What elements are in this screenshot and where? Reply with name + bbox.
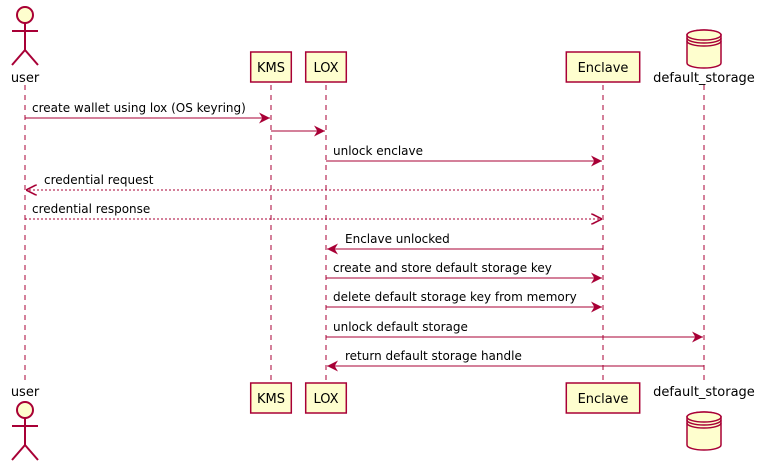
participant-user-bottom-label: user (11, 385, 40, 400)
message-label-8: unlock default storage (333, 320, 468, 334)
participant-storage-top-label: default_storage (653, 71, 755, 86)
message-label-6: create and store default storage key (333, 261, 552, 275)
message-label-3: credential request (44, 173, 154, 187)
message-label-9: return default storage handle (345, 349, 522, 363)
participant-enclave-top-label: Enclave (578, 61, 629, 76)
participant-lox-bottom-label: LOX (313, 392, 338, 407)
participant-enclave-bottom-label: Enclave (578, 392, 629, 407)
participant-enclave-top-box (565, 51, 641, 83)
participant-user-top-label: user (11, 71, 40, 86)
participant-kms-bottom-box (249, 382, 293, 414)
message-label-5: Enclave unlocked (345, 232, 450, 246)
database-storage-bottom-icon (686, 411, 722, 451)
participant-lox-top-label: LOX (313, 61, 338, 76)
message-label-0: create wallet using lox (OS keyring) (32, 101, 246, 115)
database-storage-top-icon (686, 29, 722, 69)
actor-user-bottom-icon (11, 401, 39, 461)
participant-lox-top-box (304, 51, 348, 83)
actor-user-top-icon (11, 6, 39, 66)
participant-kms-top-label: KMS (257, 61, 285, 76)
participant-enclave-bottom-box (565, 382, 641, 414)
participant-storage-bottom-label: default_storage (653, 385, 755, 400)
message-label-4: credential response (32, 202, 150, 216)
participant-kms-top-box (249, 51, 293, 83)
participant-kms-bottom-label: KMS (257, 392, 285, 407)
message-label-2: unlock enclave (333, 144, 423, 158)
participant-lox-bottom-box (304, 382, 348, 414)
message-label-7: delete default storage key from memory (333, 290, 577, 304)
